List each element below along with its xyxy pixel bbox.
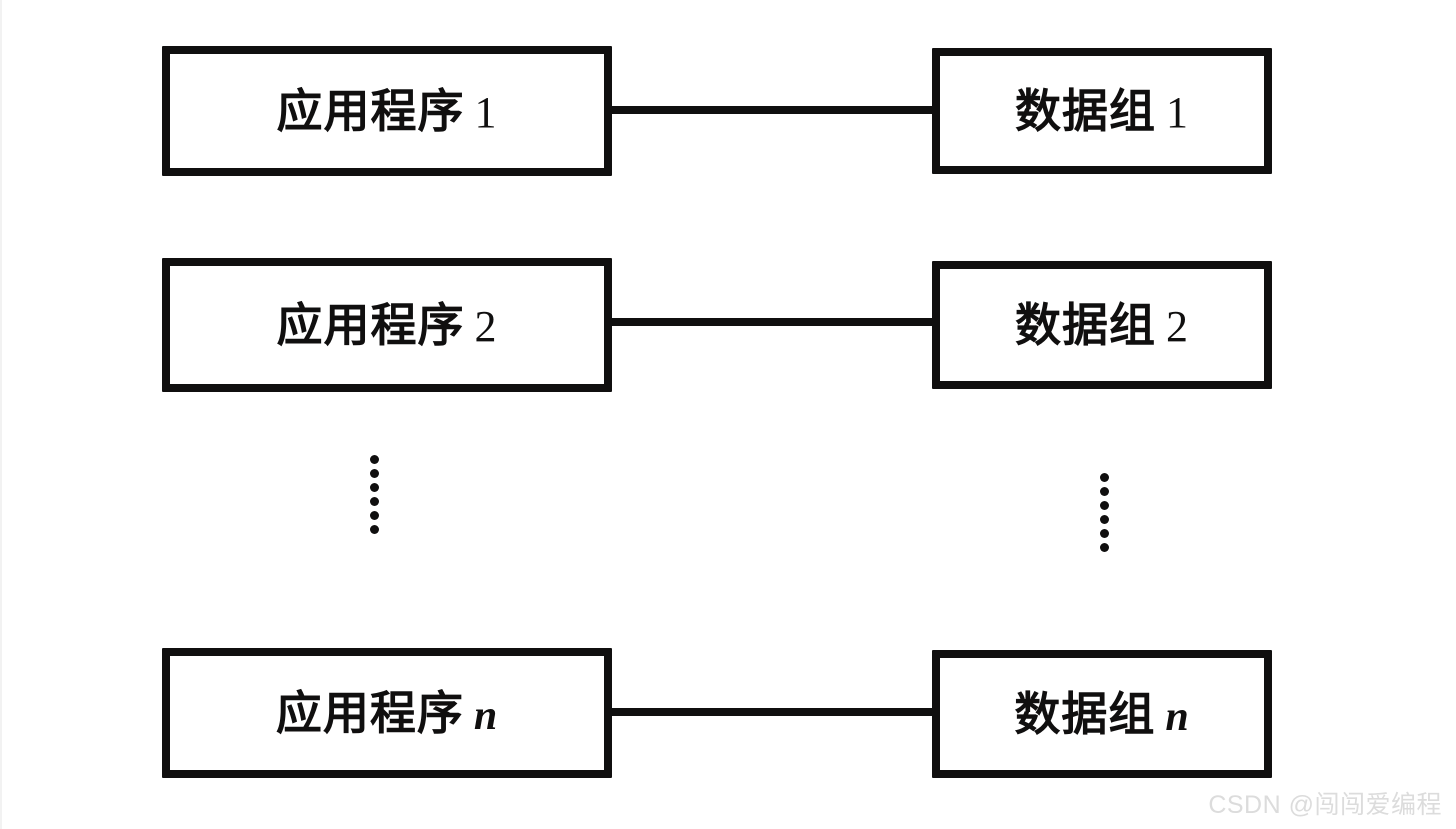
ellipsis-dot [370,455,379,464]
node-application-2-index: 2 [474,301,498,351]
ellipsis-dot [370,497,379,506]
ellipsis-dot [1100,529,1109,538]
node-dataset-n-index: n [1165,693,1190,740]
ellipsis-dot [1100,501,1109,510]
connector-row-1 [608,106,936,114]
node-dataset-n-text: 数据组 [1014,686,1156,741]
node-application-2-text: 应用程序 [276,297,465,352]
node-dataset-n-label: 数据组 n [1014,691,1189,738]
node-dataset-2[interactable]: 数据组 2 [932,261,1272,389]
node-application-n-index: n [473,692,499,739]
node-application-1-text: 应用程序 [276,83,465,138]
ellipsis-dot [370,511,379,520]
vertical-ellipsis-icon-right [1100,473,1109,552]
node-dataset-1-label: 数据组 1 [1015,88,1189,135]
ellipsis-dot [370,483,379,492]
node-application-n-text: 应用程序 [275,685,464,740]
node-dataset-n[interactable]: 数据组 n [932,650,1272,778]
node-application-2-label: 应用程序 2 [277,302,498,349]
node-application-n[interactable]: 应用程序 n [162,648,612,778]
ellipsis-dot [370,525,379,534]
node-application-n-label: 应用程序 n [276,690,498,737]
connector-row-2 [608,318,936,326]
node-application-1[interactable]: 应用程序 1 [162,46,612,176]
node-dataset-2-text: 数据组 [1015,297,1156,352]
node-application-2[interactable]: 应用程序 2 [162,258,612,392]
csdn-watermark: CSDN @闯闯爱编程 [1208,791,1442,819]
node-application-1-index: 1 [474,87,498,137]
ellipsis-dot [1100,473,1109,482]
ellipsis-dot [1100,543,1109,552]
node-application-1-label: 应用程序 1 [277,88,498,135]
connector-row-n [608,708,936,716]
vertical-ellipsis-icon-left [370,455,379,534]
node-dataset-1[interactable]: 数据组 1 [932,48,1272,174]
node-dataset-2-label: 数据组 2 [1015,302,1189,349]
node-dataset-1-text: 数据组 [1015,83,1156,138]
node-dataset-1-index: 1 [1166,87,1189,137]
page-edge-line [0,0,2,829]
ellipsis-dot [1100,515,1109,524]
node-dataset-2-index: 2 [1166,301,1189,351]
ellipsis-dot [1100,487,1109,496]
ellipsis-dot [370,469,379,478]
